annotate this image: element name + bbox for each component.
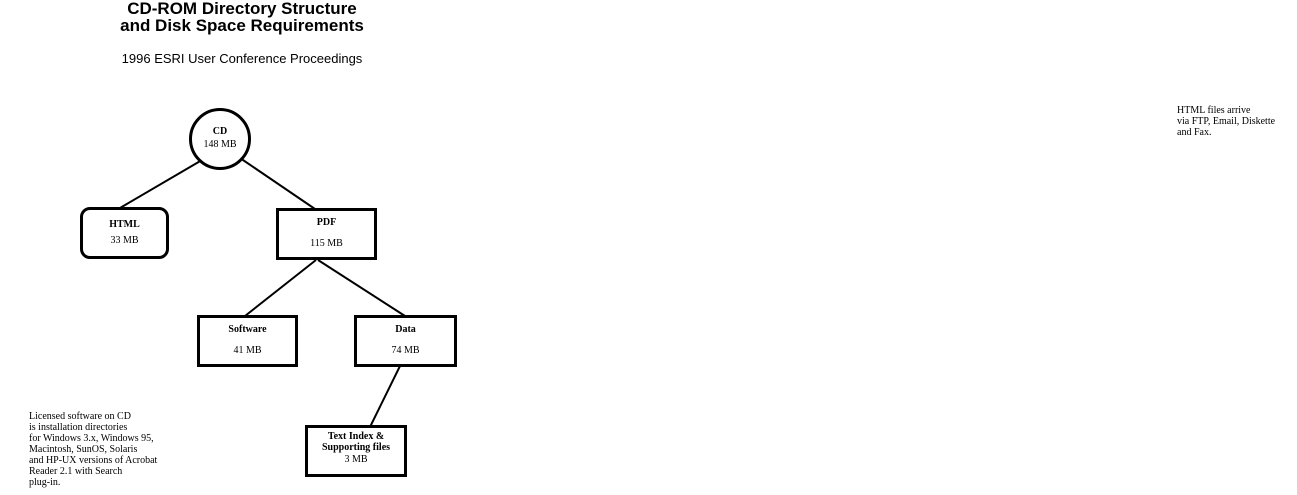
subtitle: 1996 ESRI User Conference Proceedings bbox=[121, 51, 363, 66]
connector-cd-html bbox=[119, 159, 203, 209]
node-cd-label: CD bbox=[212, 126, 228, 137]
node-data-label: Data bbox=[395, 324, 416, 335]
node-html-label: HTML bbox=[109, 219, 140, 230]
note-html-files: HTML files arrive via FTP, Email, Disket… bbox=[1177, 105, 1276, 138]
node-software-label: Software bbox=[228, 324, 267, 335]
node-html: HTML 33 MB bbox=[80, 207, 169, 259]
node-pdf-label: PDF bbox=[316, 217, 337, 228]
node-cd-size: 148 MB bbox=[203, 139, 237, 150]
node-software-size: 41 MB bbox=[233, 345, 262, 356]
node-text-index-label-1: Text Index & bbox=[327, 431, 385, 442]
node-data: Data 74 MB bbox=[354, 315, 457, 367]
connector-pdf-data bbox=[317, 259, 406, 317]
note-licensed-software: Licensed software on CD is installation … bbox=[29, 411, 158, 488]
connector-pdf-software bbox=[244, 259, 317, 317]
node-html-size: 33 MB bbox=[110, 235, 139, 246]
node-text-index: Text Index & Supporting files 3 MB bbox=[305, 425, 407, 477]
node-text-index-size: 3 MB bbox=[344, 454, 368, 465]
title-line-1: CD-ROM Directory Structure bbox=[127, 0, 357, 18]
node-text-index-label-2: Supporting files bbox=[321, 442, 391, 453]
node-data-size: 74 MB bbox=[391, 345, 420, 356]
node-cd-root: CD 148 MB bbox=[189, 108, 251, 170]
connector-cd-pdf bbox=[239, 157, 316, 210]
node-software: Software 41 MB bbox=[197, 315, 298, 367]
connector-data-textindex bbox=[369, 365, 401, 428]
title-line-2: and Disk Space Requirements bbox=[120, 16, 364, 35]
node-pdf-size: 115 MB bbox=[310, 238, 343, 249]
node-pdf: PDF 115 MB bbox=[276, 208, 377, 260]
